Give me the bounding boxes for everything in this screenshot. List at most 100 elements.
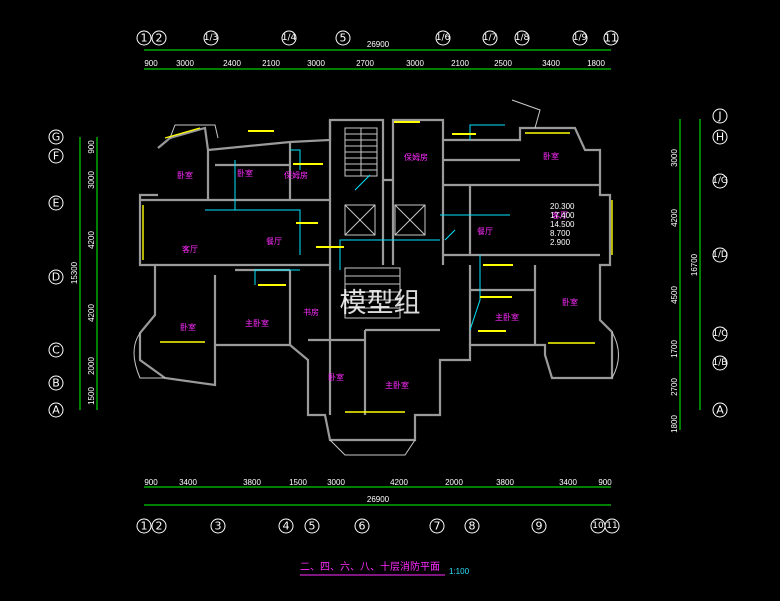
axis-bubble-top: 1/3 <box>203 30 219 46</box>
room-label: 餐厅 <box>477 227 493 236</box>
bottom-axis-bubbles: 1 2 3 4 5 6 7 8 9 10 11 <box>136 518 620 534</box>
dim-text: 3000 <box>307 59 325 68</box>
left-dimension-texts: 15300 900 3000 4200 4200 2000 1500 <box>70 140 96 405</box>
svg-text:1/3: 1/3 <box>204 33 218 43</box>
axis-bubble-bottom: 5 <box>304 518 320 534</box>
axis-bubble-top: 1/9 <box>572 30 588 46</box>
dimension-lines <box>79 49 701 506</box>
dim-text: 900 <box>144 478 158 487</box>
svg-text:1/7: 1/7 <box>483 33 497 43</box>
dim-text: 2700 <box>670 378 679 396</box>
svg-text:5: 5 <box>309 520 316 533</box>
dim-text: 2500 <box>494 59 512 68</box>
drawing-title: 二、四、六、八、十层消防平面 <box>300 560 440 573</box>
svg-text:1/8: 1/8 <box>515 33 530 43</box>
dim-text: 3000 <box>87 171 96 189</box>
balconies <box>133 99 619 456</box>
axis-bubble-top: 1/7 <box>482 30 498 46</box>
svg-text:1/6: 1/6 <box>436 33 451 43</box>
svg-text:B: B <box>52 377 60 390</box>
svg-text:1/D: 1/D <box>712 250 728 260</box>
dim-text: 1500 <box>289 478 307 487</box>
svg-text:1: 1 <box>141 32 148 45</box>
svg-text:A: A <box>716 404 724 417</box>
axis-bubble-bottom: 10 <box>590 518 606 534</box>
axis-bubble-top: 5 <box>335 30 351 46</box>
axis-bubble-bottom: 7 <box>429 518 445 534</box>
svg-text:3: 3 <box>215 520 222 533</box>
axis-bubble-top: 2 <box>151 30 167 46</box>
stair-core <box>344 127 426 319</box>
axis-bubble-right: 1/C <box>712 326 728 342</box>
axis-bubble-left: B <box>48 375 64 391</box>
axis-bubble-right: 1/G <box>712 173 728 189</box>
axis-bubble-left: A <box>48 402 64 418</box>
svg-text:2: 2 <box>156 32 163 45</box>
bottom-dimension-texts: 900 3400 3800 1500 3000 4200 2000 3800 3… <box>144 478 612 487</box>
svg-text:F: F <box>53 150 59 163</box>
svg-text:H: H <box>716 131 724 144</box>
svg-text:A: A <box>52 404 60 417</box>
windows <box>142 127 613 413</box>
svg-text:1/C: 1/C <box>712 329 727 339</box>
dim-text: 4500 <box>670 286 679 304</box>
dim-text: 3400 <box>559 478 577 487</box>
svg-text:1/9: 1/9 <box>573 33 588 43</box>
axis-bubble-right: A <box>712 402 728 418</box>
svg-text:E: E <box>53 197 60 210</box>
axis-bubble-bottom: 6 <box>354 518 370 534</box>
dim-text: 2700 <box>356 59 374 68</box>
axis-bubble-left: F <box>48 148 64 164</box>
dim-text: 3400 <box>179 478 197 487</box>
dim-text: 2000 <box>87 357 96 375</box>
dim-text: 900 <box>87 140 96 154</box>
fire-annotations <box>248 121 513 332</box>
floor-elevations: 20.300 17.400 14.500 8.700 2.900 <box>550 202 575 247</box>
building-walls <box>138 118 614 442</box>
axis-bubble-right: J <box>712 108 728 124</box>
top-dimension-texts: 900 3000 2400 2100 3000 2700 3000 2100 2… <box>144 59 605 68</box>
left-axis-bubbles: G F E D C B A <box>48 129 64 418</box>
top-axis-bubbles: 1 2 1/3 1/4 5 1/6 1/7 1/8 1/9 11 <box>136 30 619 46</box>
room-label: 卧室 <box>328 372 344 382</box>
svg-text:9: 9 <box>536 520 543 533</box>
room-label: 客厅 <box>552 210 568 220</box>
dim-text: 3000 <box>176 59 194 68</box>
axis-bubble-bottom: 1 <box>136 518 152 534</box>
elevation-value: 17.400 <box>550 211 575 220</box>
axis-bubble-left: D <box>48 269 64 285</box>
dim-text: 1800 <box>670 415 679 433</box>
svg-text:J: J <box>717 110 721 123</box>
dim-text: 3000 <box>327 478 345 487</box>
room-label: 书房 <box>303 307 319 317</box>
svg-text:10: 10 <box>592 521 604 531</box>
svg-text:1: 1 <box>141 520 148 533</box>
axis-bubble-bottom: 8 <box>464 518 480 534</box>
room-label: 卧室 <box>543 151 559 161</box>
svg-text:6: 6 <box>359 520 366 533</box>
svg-text:1/G: 1/G <box>712 176 728 186</box>
dim-text: 2100 <box>262 59 280 68</box>
room-label: 主卧室 <box>245 318 269 328</box>
svg-text:G: G <box>52 131 61 144</box>
room-label: 餐厅 <box>266 237 282 246</box>
room-label: 卧室 <box>562 297 578 307</box>
bottom-total-dimension: 26900 <box>367 495 390 504</box>
top-total-dimension: 26900 <box>367 40 390 49</box>
axis-bubble-bottom: 3 <box>210 518 226 534</box>
right-axis-bubbles: J H 1/G 1/D 1/C 1/B A <box>712 108 728 418</box>
axis-bubble-left: E <box>48 195 64 211</box>
svg-text:11: 11 <box>606 521 617 531</box>
room-label: 保姆房 <box>284 170 308 180</box>
room-label: 客厅 <box>182 244 198 254</box>
svg-text:5: 5 <box>340 32 347 45</box>
dim-text: 3400 <box>542 59 560 68</box>
room-label: 卧室 <box>177 170 193 180</box>
axis-bubble-left: C <box>48 342 64 358</box>
room-label: 卧室 <box>237 168 253 178</box>
fire-protection-lines <box>205 124 510 331</box>
drawing-scale: 1:100 <box>449 567 470 576</box>
axis-bubble-right: 1/D <box>712 247 728 263</box>
dim-text: 2400 <box>223 59 241 68</box>
